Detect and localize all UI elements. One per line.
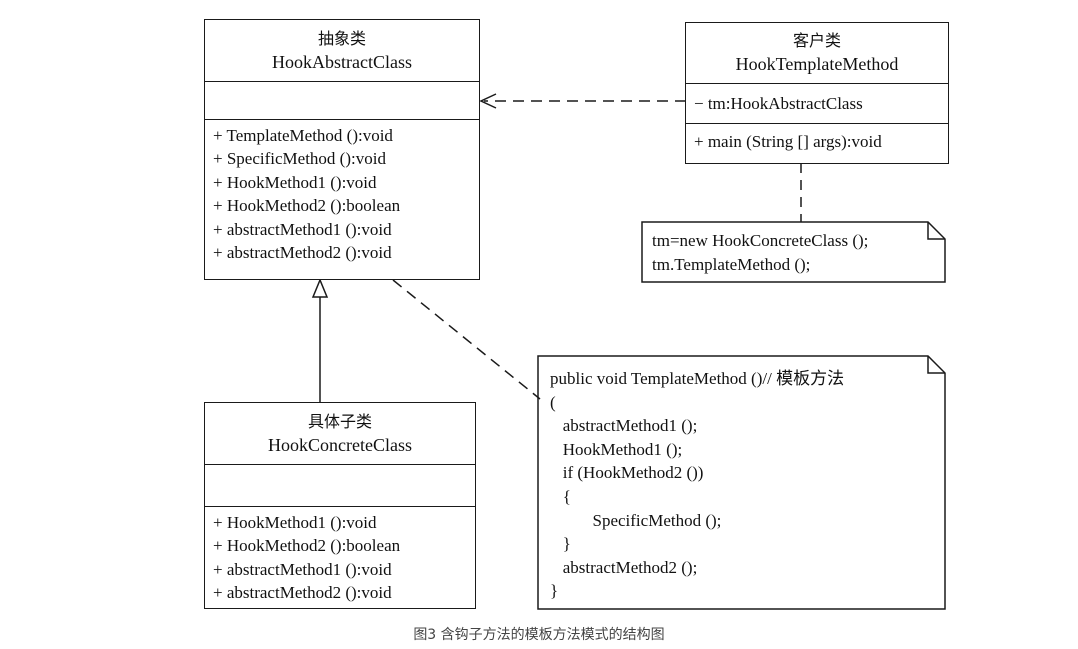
- operation: + abstractMethod1 ():void: [213, 559, 392, 579]
- operation: + main (String [] args):void: [694, 132, 882, 151]
- note-line: public void TemplateMethod ()// 模板方法: [550, 369, 845, 388]
- template-note-fold: [927, 356, 945, 374]
- figure-caption: 图3 含钩子方法的模板方法模式的结构图: [413, 627, 665, 643]
- client-note-fold: [927, 222, 945, 240]
- client-class-attributes: − tm:HookAbstractClass: [686, 84, 948, 124]
- template-note-shape: [537, 355, 946, 610]
- note-line: SpecificMethod ();: [550, 510, 722, 530]
- operation: + abstractMethod2 ():void: [213, 243, 392, 263]
- operation: + HookMethod2 ():boolean: [213, 536, 401, 556]
- concrete-class-attributes: [205, 465, 475, 507]
- abstract-class-attributes: [205, 82, 479, 120]
- dependency-arrowhead: [479, 93, 497, 109]
- note-line: {: [550, 486, 571, 506]
- abstract-class-box: 抽象类 HookAbstractClass + TemplateMethod (…: [204, 19, 480, 280]
- operation: + HookMethod1 ():void: [213, 513, 377, 532]
- concrete-class-box: 具体子类 HookConcreteClass + HookMethod1 ():…: [204, 402, 476, 609]
- generalization-arrowhead: [311, 278, 329, 298]
- concrete-class-cn-name: 具体子类: [307, 411, 372, 431]
- note-line: }: [550, 581, 559, 601]
- operation: + HookMethod1 ():void: [213, 172, 377, 192]
- client-note-shape: [641, 221, 946, 283]
- note-line: (: [550, 392, 556, 412]
- note-line: }: [550, 534, 571, 554]
- client-class-header: 客户类 HookTemplateMethod: [686, 23, 948, 84]
- abstract-class-cn-name: 抽象类: [317, 28, 366, 48]
- template-note-link: [392, 279, 541, 400]
- concrete-class-header: 具体子类 HookConcreteClass: [205, 403, 475, 465]
- note-line: abstractMethod2 ();: [550, 557, 698, 577]
- operation: + SpecificMethod ():void: [213, 149, 386, 169]
- operation: + abstractMethod2 ():void: [213, 583, 392, 603]
- abstract-class-en-name: HookAbstractClass: [272, 51, 412, 72]
- client-class-en-name: HookTemplateMethod: [735, 54, 899, 74]
- abstract-class-operations: + TemplateMethod ():void + SpecificMetho…: [205, 120, 479, 268]
- client-class-operations: + main (String [] args):void: [686, 124, 948, 157]
- template-method-note: public void TemplateMethod ()// 模板方法 ( a…: [550, 367, 930, 603]
- note-line: abstractMethod1 ();: [550, 416, 698, 436]
- concrete-class-operations: + HookMethod1 ():void + HookMethod2 ():b…: [205, 507, 475, 609]
- client-note: tm=new HookConcreteClass (); tm.Template…: [652, 229, 932, 276]
- client-class-cn-name: 客户类: [792, 31, 841, 50]
- attribute: − tm:HookAbstractClass: [694, 93, 863, 113]
- operation: + TemplateMethod ():void: [213, 126, 393, 145]
- operation: + abstractMethod1 ():void: [213, 219, 392, 239]
- client-class-box: 客户类 HookTemplateMethod − tm:HookAbstract…: [685, 22, 949, 164]
- concrete-class-en-name: HookConcreteClass: [268, 434, 412, 455]
- note-line: if (HookMethod2 ()): [550, 463, 704, 483]
- note-line: tm.TemplateMethod ();: [652, 254, 811, 274]
- abstract-class-header: 抽象类 HookAbstractClass: [205, 20, 479, 82]
- note-line: tm=new HookConcreteClass ();: [652, 231, 869, 250]
- operation: + HookMethod2 ():boolean: [213, 196, 401, 216]
- note-line: HookMethod1 ();: [550, 439, 683, 459]
